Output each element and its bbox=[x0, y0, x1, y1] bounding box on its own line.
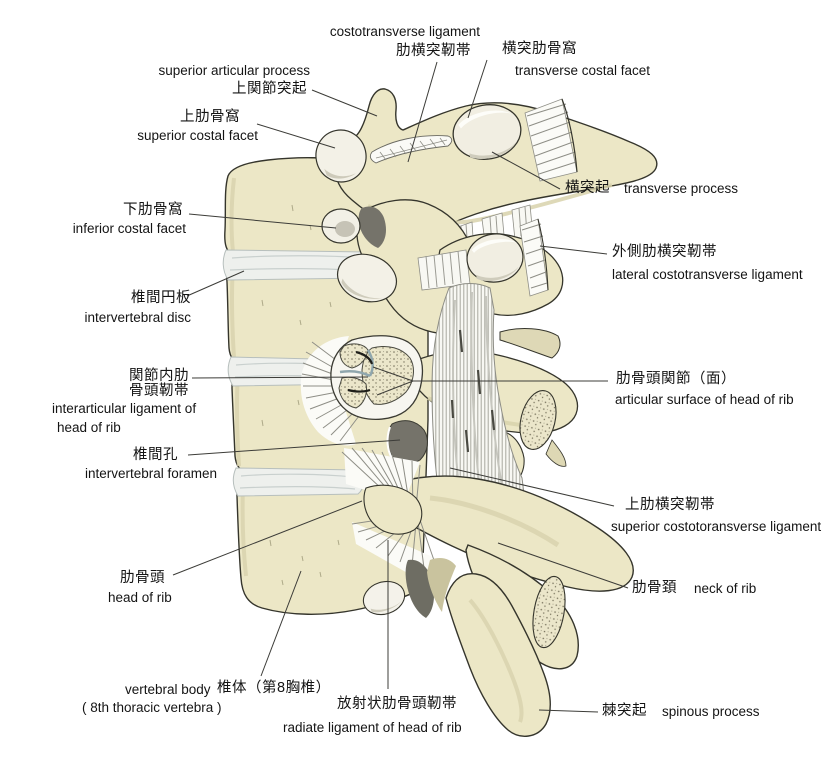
label-vertebral-body-l2: 椎体（第8胸椎） bbox=[217, 680, 331, 696]
radiate-ligament-fan bbox=[301, 341, 363, 442]
inferior-costal-facet bbox=[321, 208, 361, 244]
leader-articular-surface-of-head-of-rib bbox=[376, 380, 414, 396]
superior-costotransverse-ligament bbox=[431, 283, 525, 510]
rib-cut-section bbox=[519, 390, 557, 450]
leader-interarticular-ligament-of-head-of-rib bbox=[191, 376, 369, 379]
leader-neck-of-rib bbox=[497, 542, 629, 589]
label-articular-surface-of-head-of-rib-l1: 肋骨頭関節（面） bbox=[616, 371, 736, 387]
costotransverse-ligament bbox=[369, 135, 453, 164]
label-superior-costal-facet-l1: 上肋骨窩 bbox=[180, 109, 240, 125]
head-of-lower-rib bbox=[363, 484, 423, 535]
label-vertebral-body-l3: ( 8th thoracic vertebra ) bbox=[82, 700, 222, 715]
rib-head-joint bbox=[300, 335, 424, 446]
leader-transverse-costal-facet bbox=[467, 59, 488, 119]
label-transverse-costal-facet-l2: transverse costal facet bbox=[515, 63, 651, 78]
label-neck-of-rib-l1: 肋骨頚 bbox=[632, 580, 677, 596]
label-vertebral-body-l1: vertebral body bbox=[125, 682, 211, 697]
label-transverse-costal-facet-l1: 横突肋骨窩 bbox=[502, 41, 577, 57]
label-intervertebral-disc-l2: intervertebral disc bbox=[84, 310, 191, 325]
label-inferior-costal-facet-l2: inferior costal facet bbox=[72, 221, 186, 236]
leader-intervertebral-foramen bbox=[187, 439, 401, 456]
leader-superior-costotransverse-ligament bbox=[449, 467, 615, 507]
transverse-process-and-rib bbox=[315, 88, 658, 259]
transverse-costal-facet-v2 bbox=[466, 233, 524, 283]
interarticular-ligament bbox=[347, 350, 374, 393]
process-hint-v3 bbox=[499, 328, 561, 359]
label-costotransverse-ligament-l2: 肋横突靭帯 bbox=[396, 43, 471, 59]
leader-inferior-costal-facet bbox=[188, 213, 337, 229]
label-radiate-ligament-of-head-of-rib-l2: radiate ligament of head of rib bbox=[283, 720, 462, 735]
lower-rib bbox=[341, 447, 634, 670]
label-articular-surface-of-head-of-rib-l2: articular surface of head of rib bbox=[615, 392, 794, 407]
label-superior-costotransverse-ligament-l1: 上肋横突靭帯 bbox=[625, 497, 715, 513]
label-inferior-costal-facet-l1: 下肋骨窩 bbox=[123, 202, 183, 218]
leader-spinous-process bbox=[538, 709, 599, 713]
label-interarticular-ligament-of-head-of-rib-l4: head of rib bbox=[57, 420, 121, 435]
label-interarticular-ligament-of-head-of-rib-l3: interarticular ligament of bbox=[52, 401, 197, 416]
leader-vertebral-body bbox=[260, 570, 302, 677]
leader-lines bbox=[172, 59, 629, 713]
label-costotransverse-ligament-l1: costotransverse ligament bbox=[329, 24, 480, 39]
leader-superior-articular-process bbox=[311, 89, 378, 117]
label-superior-articular-process-l2: 上関節突起 bbox=[232, 81, 307, 97]
label-lateral-costotransverse-ligament-l1: 外側肋横突靭帯 bbox=[612, 244, 717, 260]
label-superior-articular-process-l1: superior articular process bbox=[158, 63, 310, 78]
label-intervertebral-disc-l1: 椎間円板 bbox=[131, 290, 191, 306]
leader-articular-surface-of-head-of-rib bbox=[372, 366, 414, 382]
superior-costal-facet-v2 bbox=[336, 253, 398, 303]
leader-lateral-costotransverse-ligament bbox=[539, 245, 608, 255]
inferior-articular-facet bbox=[362, 580, 406, 616]
leader-head-of-rib bbox=[172, 500, 363, 576]
label-radiate-ligament-of-head-of-rib-l1: 放射状肋骨頭靭帯 bbox=[337, 696, 457, 712]
intervertebral-foramen bbox=[386, 420, 428, 464]
label-intervertebral-foramen-l1: 椎間孔 bbox=[133, 447, 178, 463]
label-head-of-rib-l2: head of rib bbox=[108, 590, 172, 605]
transverse-costal-facet bbox=[452, 104, 522, 160]
leader-superior-costal-facet bbox=[256, 123, 336, 149]
foramen-upper bbox=[358, 206, 386, 248]
leader-costotransverse-ligament bbox=[407, 61, 438, 163]
leader-intervertebral-disc bbox=[186, 270, 245, 297]
label-neck-of-rib-l2: neck of rib bbox=[694, 581, 757, 596]
label-superior-costotransverse-ligament-l2: superior costotoransverse ligament bbox=[611, 519, 822, 534]
label-interarticular-ligament-of-head-of-rib-l2: 骨頭靭帯 bbox=[129, 383, 189, 399]
label-intervertebral-foramen-l2: intervertebral foramen bbox=[85, 466, 218, 481]
label-transverse-process-l1: 横突起 bbox=[565, 180, 610, 196]
label-spinous-process-l2: spinous process bbox=[662, 704, 760, 719]
rib-cut-section-lower bbox=[532, 575, 566, 649]
foramen-lower bbox=[405, 559, 434, 618]
lateral-costotransverse-ligament-fan bbox=[519, 218, 549, 297]
vertebral-arch bbox=[321, 199, 564, 359]
label-transverse-process-l2: transverse process bbox=[624, 181, 739, 196]
label-head-of-rib-l1: 肋骨頭 bbox=[120, 570, 165, 586]
spinous-process bbox=[427, 558, 551, 737]
superior-costal-facet bbox=[315, 129, 367, 183]
label-lateral-costotransverse-ligament-l2: lateral costotransverse ligament bbox=[612, 267, 803, 282]
label-superior-costal-facet-l2: superior costal facet bbox=[137, 128, 258, 143]
label-interarticular-ligament-of-head-of-rib-l1: 関節内肋 bbox=[129, 368, 189, 384]
label-spinous-process-l1: 棘突起 bbox=[602, 703, 647, 719]
leader-transverse-process bbox=[491, 151, 561, 190]
lateral-costotransverse-ligament bbox=[524, 98, 578, 182]
